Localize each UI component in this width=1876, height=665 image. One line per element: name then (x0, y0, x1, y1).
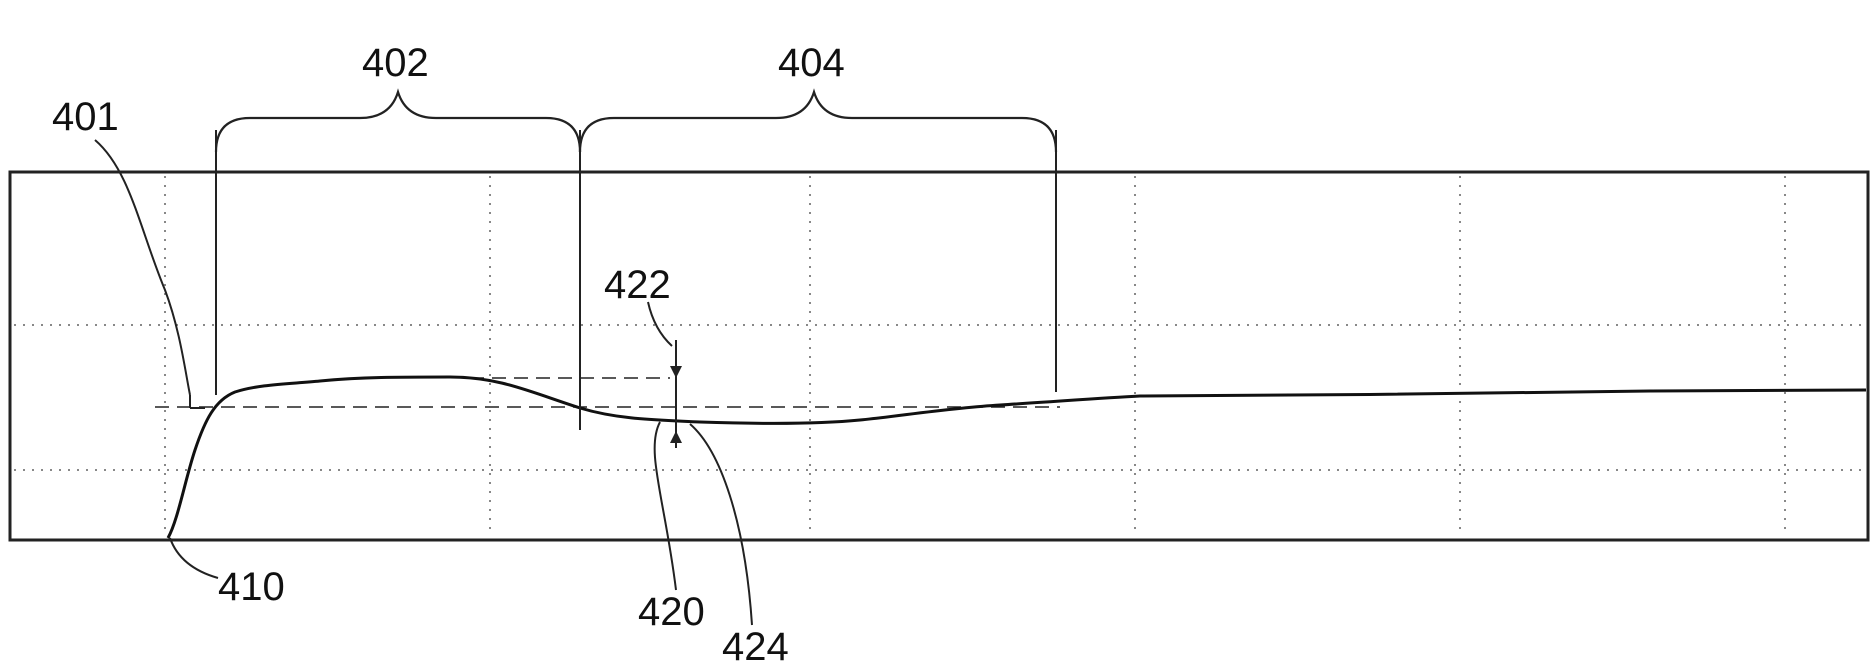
label-402: 402 (362, 41, 429, 85)
arrow-down-icon (670, 366, 682, 378)
label-422: 422 (604, 263, 671, 307)
leader-410 (170, 538, 218, 578)
waveform-trace (168, 377, 1866, 538)
graticule (14, 176, 1864, 536)
leader-422 (648, 302, 672, 346)
leader-401 (95, 140, 190, 395)
brace-402 (216, 92, 580, 152)
label-410: 410 (218, 565, 285, 609)
label-420: 420 (638, 590, 705, 634)
label-401: 401 (52, 95, 119, 139)
display-frame (10, 172, 1868, 540)
arrow-up-icon (670, 431, 682, 443)
leader-420 (655, 422, 676, 590)
label-424: 424 (722, 625, 789, 665)
label-404: 404 (778, 41, 845, 85)
brace-404 (580, 92, 1056, 152)
